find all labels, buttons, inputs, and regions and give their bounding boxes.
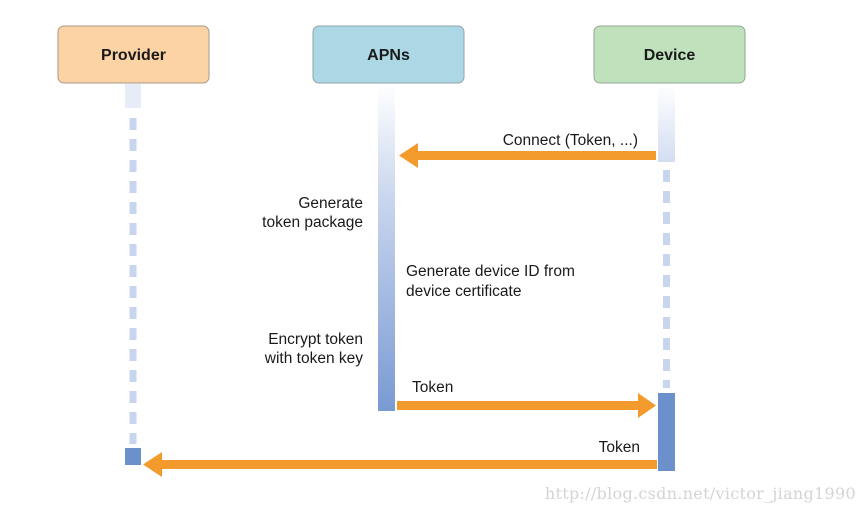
provider-lifeline-top <box>125 84 141 108</box>
device-actor: Device <box>593 25 746 84</box>
note-generate-package-line2: token package <box>262 214 363 231</box>
note-generate-device-id-line2: device certificate <box>406 283 521 300</box>
note-encrypt-token-line1: Encrypt token <box>268 331 363 348</box>
connect-arrow-shaft <box>416 151 656 160</box>
token-to-provider-label: Token <box>599 439 640 456</box>
connect-label: Connect (Token, ...) <box>503 132 638 149</box>
watermark-text: http://blog.csdn.net/victor_jiang1990 <box>545 484 856 503</box>
device-label: Device <box>644 47 696 64</box>
token-to-provider-arrow-shaft <box>160 460 657 469</box>
device-activation-bottom <box>658 393 675 471</box>
provider-box <box>57 25 210 84</box>
device-lifeline <box>658 84 675 471</box>
apns-label: APNs <box>367 47 410 64</box>
connect-arrow-head <box>399 143 418 168</box>
note-generate-package: Generate token package <box>262 195 363 231</box>
apns-actor: APNs <box>312 25 465 84</box>
provider-lifeline <box>125 84 141 465</box>
message-connect: Connect (Token, ...) <box>399 132 656 168</box>
token-to-device-arrow-shaft <box>397 401 640 410</box>
note-encrypt-token: Encrypt token with token key <box>264 331 363 367</box>
provider-activation <box>125 448 141 465</box>
note-generate-device-id: Generate device ID from device certifica… <box>406 263 575 300</box>
device-activation-top <box>658 84 675 162</box>
apns-lifeline <box>378 84 395 411</box>
message-token-to-provider: Token <box>143 439 657 477</box>
note-encrypt-token-line2: with token key <box>264 350 363 367</box>
apns-box <box>312 25 465 84</box>
apns-activation <box>378 84 395 411</box>
device-box <box>593 25 746 84</box>
provider-label: Provider <box>101 47 166 64</box>
note-generate-package-line1: Generate <box>298 195 363 212</box>
provider-actor: Provider <box>57 25 210 84</box>
note-generate-device-id-line1: Generate device ID from <box>406 263 575 280</box>
token-to-provider-arrow-head <box>143 452 162 477</box>
message-token-to-device: Token <box>397 379 656 418</box>
token-to-device-arrow-head <box>638 393 656 418</box>
token-to-device-label: Token <box>412 379 453 396</box>
